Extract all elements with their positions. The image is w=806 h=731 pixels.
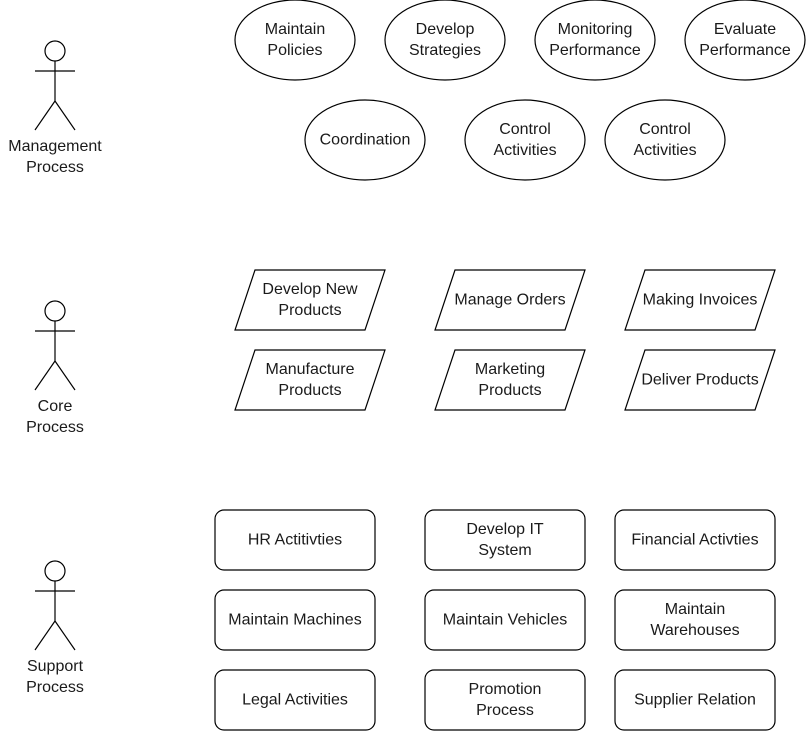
parallelogram-shape xyxy=(434,349,586,411)
core-activity-label: Products xyxy=(478,382,541,399)
core-activity-label: Manufacture xyxy=(266,361,355,378)
ellipse-shape xyxy=(234,0,356,81)
rounded-rect-shape xyxy=(214,589,376,651)
rounded-rect-shape xyxy=(214,669,376,731)
support-activity-label: Maintain xyxy=(665,601,725,618)
management-activity-label: Activities xyxy=(633,142,696,159)
support-activity-label: Financial Activties xyxy=(631,532,758,549)
ellipse-shape xyxy=(304,99,426,181)
parallelogram-shape xyxy=(434,269,586,331)
core-activity-label: Deliver Products xyxy=(641,372,758,389)
support-activity-box: Maintain Machines xyxy=(214,589,376,651)
rounded-rect-shape xyxy=(614,669,776,731)
actor-leg xyxy=(54,360,76,391)
core-activity-label: Develop New xyxy=(262,281,358,298)
actor-label: Core xyxy=(38,398,73,415)
management-activity-label: Performance xyxy=(699,42,791,59)
rounded-rect-shape xyxy=(614,589,776,651)
support-activity-box: Financial Activties xyxy=(614,509,776,571)
ellipse-shape xyxy=(384,0,506,81)
rounded-rect-shape xyxy=(424,589,586,651)
support-activity-label: System xyxy=(478,542,531,559)
rounded-rect-shape xyxy=(424,509,586,571)
management-activity-label: Policies xyxy=(267,42,322,59)
ellipse-shape xyxy=(464,99,586,181)
actor-leg xyxy=(54,620,76,651)
support-activity-label: Process xyxy=(476,702,534,719)
actor-label: Management xyxy=(8,138,102,155)
support-activity-box: Maintain Vehicles xyxy=(424,589,586,651)
rounded-rect-shape xyxy=(614,509,776,571)
core-activity-label: Products xyxy=(278,302,341,319)
ellipse-shape xyxy=(684,0,806,81)
support-activity-label: Supplier Relation xyxy=(634,692,756,709)
actor-leg xyxy=(34,100,56,131)
management-activity-label: Monitoring xyxy=(558,21,633,38)
actor-label: Process xyxy=(26,159,84,176)
support-activity-box: Supplier Relation xyxy=(614,669,776,731)
rounded-rect-shape xyxy=(424,669,586,731)
core-activity-label: Manage Orders xyxy=(454,292,565,309)
management-activity-label: Control xyxy=(499,121,551,138)
actor-leg xyxy=(34,620,56,651)
support-activity-label: HR Actitivties xyxy=(248,532,342,549)
core-activity-parallelogram: Making Invoices xyxy=(624,269,776,331)
management-activity-label: Maintain xyxy=(265,21,325,38)
support-activity-box: Develop IT System xyxy=(424,509,586,571)
support-activity-label: Maintain Vehicles xyxy=(443,612,568,629)
support-activity-label: Promotion xyxy=(469,681,542,698)
parallelogram-shape xyxy=(624,269,776,331)
parallelogram-shape xyxy=(234,269,386,331)
management-activity-label: Strategies xyxy=(409,42,481,59)
support-activity-label: Develop IT xyxy=(466,521,544,538)
support-activity-box: HR Actitivties xyxy=(214,509,376,571)
management-activity-label: Control xyxy=(639,121,691,138)
rounded-rect-shape xyxy=(214,509,376,571)
actor-leg xyxy=(54,100,76,131)
support-activity-box: Legal Activities xyxy=(214,669,376,731)
core-activity-parallelogram: Manage Orders xyxy=(434,269,586,331)
parallelogram-shape xyxy=(624,349,776,411)
core-activity-label: Products xyxy=(278,382,341,399)
management-activity-label: Evaluate xyxy=(714,21,776,38)
support-activity-label: Maintain Machines xyxy=(228,612,361,629)
support-activity-label: Legal Activities xyxy=(242,692,348,709)
management-activity-label: Performance xyxy=(549,42,641,59)
actor-label: Support xyxy=(27,658,84,675)
core-activity-parallelogram: Deliver Products xyxy=(624,349,776,411)
core-activity-label: Making Invoices xyxy=(643,292,758,309)
parallelogram-shape xyxy=(234,349,386,411)
support-activity-label: Warehouses xyxy=(650,622,739,639)
ellipse-shape xyxy=(604,99,726,181)
actor-head xyxy=(44,300,66,322)
management-activity-label: Activities xyxy=(493,142,556,159)
ellipse-shape xyxy=(534,0,656,81)
actor-head xyxy=(44,40,66,62)
actor-label: Process xyxy=(26,419,84,436)
management-activity-ellipse: Coordination xyxy=(304,99,426,181)
management-activity-label: Develop xyxy=(416,21,475,38)
core-activity-label: Marketing xyxy=(475,361,545,378)
actor-leg xyxy=(34,360,56,391)
actor-head xyxy=(44,560,66,582)
management-activity-label: Coordination xyxy=(320,132,411,149)
actor-label: Process xyxy=(26,679,84,696)
